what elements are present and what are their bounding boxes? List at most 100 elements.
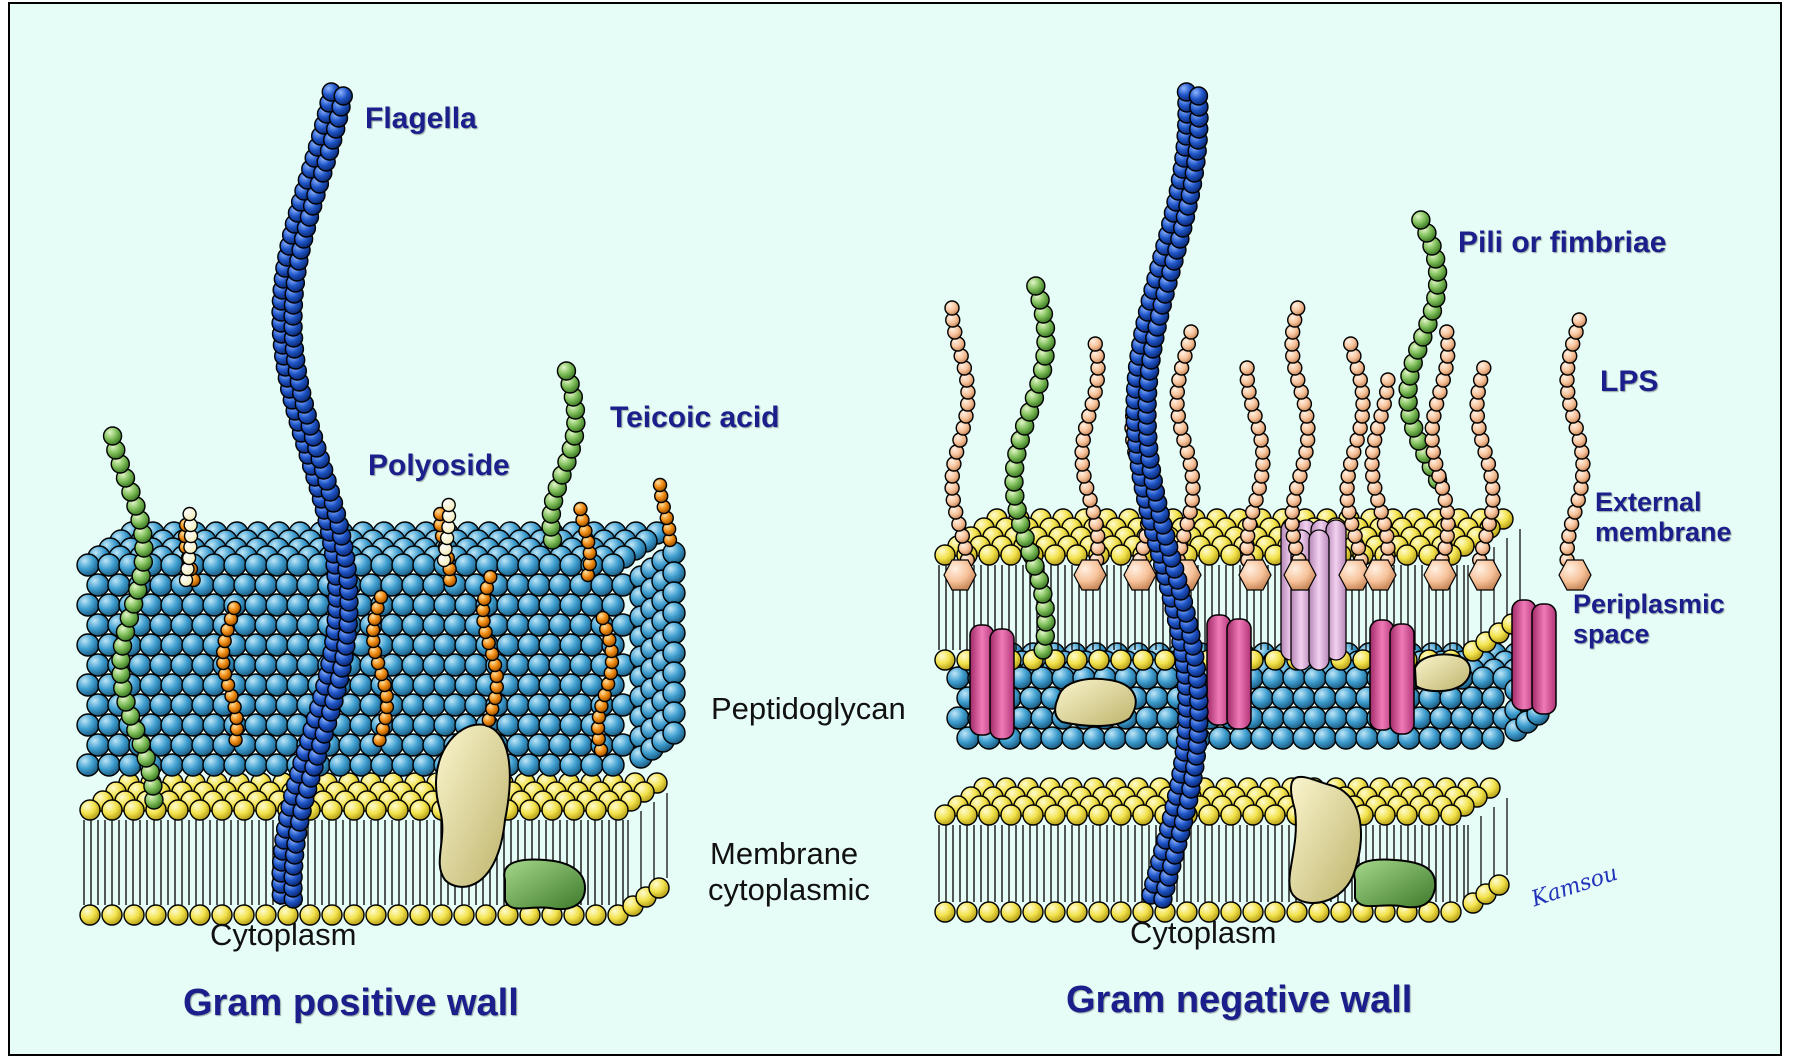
gp-peptidoglycan-sphere bbox=[507, 574, 529, 596]
gp-peptidoglycan-sphere bbox=[413, 714, 435, 736]
gn-peptidoglycan-sphere bbox=[1451, 707, 1473, 729]
gn-inner-lipid-head bbox=[1309, 902, 1329, 922]
gn-inner-lipid-head bbox=[1265, 805, 1285, 825]
gp-peptidoglycan-sphere bbox=[413, 754, 435, 776]
gp-peptidoglycan-sphere bbox=[182, 634, 204, 656]
gp-peptidoglycan-sphere bbox=[98, 754, 120, 776]
gp-lipid-head bbox=[234, 800, 254, 820]
gp-teichoic-green-bead bbox=[557, 362, 575, 380]
gp-lipid-head bbox=[80, 800, 100, 820]
gn-inner-lipid-head bbox=[1489, 875, 1509, 895]
gp-peptidoglycan-sphere bbox=[308, 594, 330, 616]
gp-lipid-head bbox=[322, 800, 342, 820]
gp-polyoside-1-bead bbox=[183, 508, 196, 521]
gp-peptidoglycan-sphere bbox=[371, 554, 393, 576]
gp-peptidoglycan-sphere bbox=[98, 714, 120, 736]
gn-inner-lipid-head bbox=[1023, 902, 1043, 922]
gp-polyoside-2-bead bbox=[442, 499, 455, 512]
gp-peptidoglycan-sphere bbox=[434, 674, 456, 696]
label-periplasmic-line2: space bbox=[1573, 620, 1650, 649]
gp-lipid-head bbox=[190, 905, 210, 925]
gn-peptidoglycan-sphere bbox=[1209, 727, 1231, 749]
gn-peptidoglycan-sphere bbox=[1146, 687, 1168, 709]
gp-peptidoglycan-sphere bbox=[423, 654, 445, 676]
gp-peptidoglycan-sphere bbox=[402, 614, 424, 636]
gn-peptidoglycan-sphere bbox=[1020, 687, 1042, 709]
gp-peptidoglycan-sphere bbox=[98, 594, 120, 616]
label-teicoic-acid: Teicoic acid bbox=[610, 402, 780, 434]
porin-1 bbox=[970, 625, 1014, 739]
gp-peptidoglycan-sphere bbox=[276, 574, 298, 596]
gp-peptidoglycan-sphere bbox=[255, 734, 277, 756]
gp-lipid-head bbox=[476, 905, 496, 925]
gp-peptidoglycan-sphere bbox=[266, 714, 288, 736]
gp-peptidoglycan-sphere bbox=[213, 574, 235, 596]
gp-lipid-head bbox=[190, 800, 210, 820]
gn-inner-lipid-head bbox=[1375, 805, 1395, 825]
gp-peptidoglycan-sphere bbox=[87, 654, 109, 676]
gp-peptidoglycan-sphere bbox=[518, 554, 540, 576]
gp-peptidoglycan-sphere bbox=[560, 714, 582, 736]
gp-peptidoglycan-sphere bbox=[255, 694, 277, 716]
gn-peptidoglycan-sphere bbox=[1283, 707, 1305, 729]
gp-peptidoglycan-sphere bbox=[161, 674, 183, 696]
gp-peptidoglycan-sphere bbox=[539, 554, 561, 576]
gp-peptidoglycan-sphere bbox=[413, 594, 435, 616]
gn-outer-lipid-head bbox=[979, 545, 999, 565]
gp-peptidoglycan-sphere bbox=[663, 642, 685, 664]
gp-peptidoglycan-sphere bbox=[245, 674, 267, 696]
gp-peptidoglycan-sphere bbox=[171, 694, 193, 716]
gp-peptidoglycan-sphere bbox=[87, 734, 109, 756]
gp-peptidoglycan-sphere bbox=[192, 694, 214, 716]
gp-peptidoglycan-sphere bbox=[266, 634, 288, 656]
gn-inner-lipid-head bbox=[1287, 902, 1307, 922]
gp-peptidoglycan-sphere bbox=[570, 694, 592, 716]
gn-peptidoglycan-sphere bbox=[1020, 727, 1042, 749]
gp-peptidoglycan-sphere bbox=[549, 614, 571, 636]
gn-inner-lipid-head bbox=[1089, 902, 1109, 922]
gp-peptidoglycan-sphere bbox=[192, 614, 214, 636]
gp-peptidoglycan-sphere bbox=[171, 654, 193, 676]
gn-inner-lipid-head bbox=[957, 902, 977, 922]
gp-peptidoglycan-sphere bbox=[276, 654, 298, 676]
gp-peptidoglycan-sphere bbox=[150, 654, 172, 676]
gp-lipid-head bbox=[410, 800, 430, 820]
gp-peptidoglycan-sphere bbox=[77, 714, 99, 736]
gp-lipid-head bbox=[366, 905, 386, 925]
title-gram-negative: Gram negative wall bbox=[1066, 980, 1412, 1021]
gn-peptidoglycan-sphere bbox=[1472, 667, 1494, 689]
gn-peptidoglycan-sphere bbox=[1325, 707, 1347, 729]
gp-peptidoglycan-sphere bbox=[245, 714, 267, 736]
gp-peptidoglycan-sphere bbox=[350, 754, 372, 776]
gn-peptidoglycan-sphere bbox=[1419, 727, 1441, 749]
gn-outer-lipid-head bbox=[1221, 545, 1241, 565]
gn-peptidoglycan-sphere bbox=[1472, 707, 1494, 729]
gn-peptidoglycan-sphere bbox=[1304, 707, 1326, 729]
gp-lipid-head bbox=[520, 800, 540, 820]
gp-teichoic-acid-top-4-bead bbox=[654, 479, 667, 492]
gn-outer-lipid-head bbox=[1199, 545, 1219, 565]
gn-inner-lipid-head bbox=[1441, 805, 1461, 825]
gn-inner-lipid-head bbox=[1045, 805, 1065, 825]
gp-peptidoglycan-sphere bbox=[560, 754, 582, 776]
transport-protein-cream-left bbox=[436, 725, 510, 887]
gp-lipid-head bbox=[454, 905, 474, 925]
label-peptidoglycan: Peptidoglycan bbox=[711, 692, 906, 725]
gp-lipid-head bbox=[410, 905, 430, 925]
gn-peptidoglycan-sphere bbox=[1251, 687, 1273, 709]
gp-peptidoglycan-sphere bbox=[234, 654, 256, 676]
gn-outer-lipid-head bbox=[935, 650, 955, 670]
gn-lps-10-bead bbox=[1477, 361, 1491, 375]
gn-peptidoglycan-sphere bbox=[1482, 727, 1504, 749]
gp-peptidoglycan-sphere bbox=[455, 674, 477, 696]
gp-peptidoglycan-sphere bbox=[360, 694, 382, 716]
gp-peptidoglycan-sphere bbox=[444, 654, 466, 676]
gp-peptidoglycan-sphere bbox=[77, 634, 99, 656]
transport-tube bbox=[1309, 530, 1329, 670]
gp-peptidoglycan-sphere bbox=[455, 554, 477, 576]
gn-inner-lipid-head bbox=[1441, 902, 1461, 922]
label-flagella: Flagella bbox=[365, 103, 477, 135]
gp-peptidoglycan-sphere bbox=[245, 754, 267, 776]
gp-peptidoglycan-sphere bbox=[663, 682, 685, 704]
gp-peptidoglycan-sphere bbox=[507, 614, 529, 636]
